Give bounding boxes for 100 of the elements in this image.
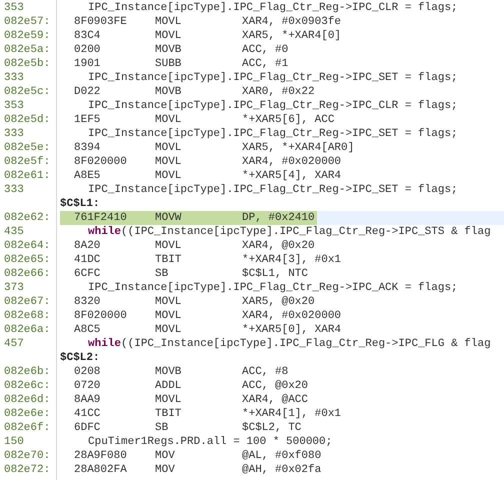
address-text: 082e5e: — [4, 141, 50, 155]
opcode-text: 6CFC — [74, 267, 100, 281]
opcode-text: 8F020000 — [74, 155, 127, 169]
opcode-text: A8C5 — [74, 323, 100, 337]
opcode-text: 0720 — [74, 379, 100, 393]
source-code-line: IPC_Instance[ipcType].IPC_Flag_Ctr_Reg->IPC_SET = flags; — [88, 71, 458, 85]
mnemonic-text: MOVL — [155, 15, 182, 29]
line-number: 150 — [4, 435, 24, 449]
address-text: 082e64: — [4, 239, 50, 253]
address-text: 082e61: — [4, 169, 50, 183]
mnemonic-text: MOVL — [155, 393, 182, 407]
opcode-text: 8AA9 — [74, 393, 100, 407]
line-number: 435 — [4, 225, 24, 239]
mnemonic-text: MOVL — [155, 309, 182, 323]
address-text: 082e5f: — [4, 155, 50, 169]
operand-text: XAR4, @ACC — [242, 393, 308, 407]
opcode-text: 83C4 — [74, 29, 100, 43]
operand-text: *+XAR4[1], #0x1 — [242, 407, 342, 421]
operand-text: *+XAR4[3], #0x1 — [242, 253, 342, 267]
operand-text: XAR4, @0x20 — [242, 239, 315, 253]
opcode-text: 28A9F080 — [74, 449, 127, 463]
address-text: 082e5a: — [4, 43, 50, 57]
operand-text: $C$L2, TC — [242, 421, 302, 435]
operand-text: XAR4, #0x020000 — [242, 155, 342, 169]
mnemonic-text: MOVL — [155, 239, 182, 253]
code-label: $C$L1: — [60, 197, 100, 211]
operand-text: $C$L1, NTC — [242, 267, 308, 281]
operand-text: ACC, @0x20 — [242, 379, 308, 393]
mnemonic-text: ADDL — [155, 379, 182, 393]
mnemonic-text: MOVL — [155, 29, 182, 43]
mnemonic-text: MOVL — [155, 323, 182, 337]
address-text: 082e6f: — [4, 421, 50, 435]
source-code-line: IPC_Instance[ipcType].IPC_Flag_Ctr_Reg->IPC_SET = flags; — [88, 183, 458, 197]
operand-text: ACC, #0 — [242, 43, 288, 57]
address-text: 082e68: — [4, 309, 50, 323]
source-code-line: IPC_Instance[ipcType].IPC_Flag_Ctr_Reg->IPC_CLR = flags; — [88, 99, 458, 113]
mnemonic-text: MOVL — [155, 113, 182, 127]
opcode-text: 1EF5 — [74, 113, 100, 127]
mnemonic-text: MOVL — [155, 141, 182, 155]
mnemonic-text: MOVL — [155, 155, 182, 169]
operand-text: XAR0, #0x22 — [242, 85, 315, 99]
address-text: 082e5c: — [4, 85, 50, 99]
operand-text: ACC, #8 — [242, 365, 288, 379]
opcode-text: 761F2410 — [74, 211, 127, 225]
operand-text: *+XAR5[6], ACC — [242, 113, 334, 127]
line-number: 333 — [4, 71, 24, 85]
address-text: 082e72: — [4, 463, 50, 477]
opcode-text: 0208 — [74, 365, 100, 379]
mnemonic-text: TBIT — [155, 407, 182, 421]
opcode-text: 41CC — [74, 407, 100, 421]
operand-text: *+XAR5[4], XAR4 — [242, 169, 342, 183]
mnemonic-text: SB — [155, 421, 168, 435]
operand-text: XAR5, *+XAR4[AR0] — [242, 141, 354, 155]
operand-text: XAR5, @0x20 — [242, 295, 315, 309]
opcode-text: 8F020000 — [74, 309, 127, 323]
address-text: 082e66: — [4, 267, 50, 281]
operand-text: DP, #0x2410 — [242, 211, 315, 225]
line-number: 353 — [4, 99, 24, 113]
line-number: 333 — [4, 183, 24, 197]
address-text: 082e6c: — [4, 379, 50, 393]
operand-text: @AH, #0x02fa — [242, 463, 322, 477]
address-text: 082e5d: — [4, 113, 50, 127]
opcode-text: 8394 — [74, 141, 100, 155]
mnemonic-text: SB — [155, 267, 168, 281]
operand-text: XAR4, #0x0903fe — [242, 15, 342, 29]
opcode-text: 1901 — [74, 57, 100, 71]
address-text: 082e6b: — [4, 365, 50, 379]
address-text: 082e67: — [4, 295, 50, 309]
mnemonic-text: MOVL — [155, 169, 182, 183]
opcode-text: 8A20 — [74, 239, 100, 253]
opcode-text: D022 — [74, 85, 100, 99]
opcode-text: 8320 — [74, 295, 100, 309]
mnemonic-text: SUBB — [155, 57, 182, 71]
opcode-text: 0200 — [74, 43, 100, 57]
address-text: 082e59: — [4, 29, 50, 43]
mnemonic-text: MOV — [155, 449, 175, 463]
line-number: 333 — [4, 127, 24, 141]
opcode-text: 28A802FA — [74, 463, 127, 477]
source-code-line: IPC_Instance[ipcType].IPC_Flag_Ctr_Reg->IPC_ACK = flags; — [88, 281, 458, 295]
source-code-line: IPC_Instance[ipcType].IPC_Flag_Ctr_Reg->IPC_SET = flags; — [88, 127, 458, 141]
address-text: 082e6d: — [4, 393, 50, 407]
line-number: 353 — [4, 1, 24, 15]
mnemonic-text: MOVW — [155, 211, 182, 225]
address-text: 082e70: — [4, 449, 50, 463]
source-code-line: IPC_Instance[ipcType].IPC_Flag_Ctr_Reg->IPC_CLR = flags; — [88, 1, 458, 15]
opcode-text: A8E5 — [74, 169, 100, 183]
opcode-text: 6DFC — [74, 421, 100, 435]
mnemonic-text: MOV — [155, 463, 175, 477]
operand-text: XAR4, #0x020000 — [242, 309, 342, 323]
operand-text: ACC, #1 — [242, 57, 288, 71]
address-text: 082e62: — [4, 211, 50, 225]
source-code-line: CpuTimer1Regs.PRD.all = 100 * 500000; — [88, 435, 332, 449]
code-label: $C$L2: — [60, 351, 100, 365]
operand-text: *+XAR5[0], XAR4 — [242, 323, 342, 337]
address-text: 082e5b: — [4, 57, 50, 71]
operand-text: XAR5, *+XAR4[0] — [242, 29, 342, 43]
mnemonic-text: MOVL — [155, 295, 182, 309]
line-number: 457 — [4, 337, 24, 351]
line-number: 373 — [4, 281, 24, 295]
source-code-line: while((IPC_Instance[ipcType].IPC_Flag_Ctr_Reg->IPC_FLG & flag — [88, 337, 491, 351]
